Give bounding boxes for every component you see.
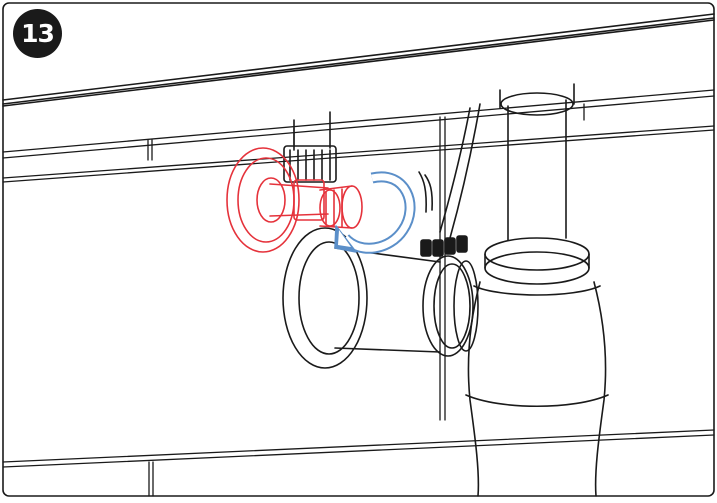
hose-clips [420, 235, 468, 257]
frame-border [2, 2, 715, 497]
step-number-badge: 13 [13, 9, 62, 58]
drain-arm [282, 227, 479, 369]
tiled-wall [2, 89, 715, 497]
step-number: 13 [21, 19, 55, 48]
bottle-trap [465, 83, 609, 497]
supply-hose [418, 103, 481, 239]
angle-valve [226, 147, 363, 253]
countertop [2, 13, 715, 107]
rotate-clockwise-icon [334, 171, 416, 254]
flex-hose [283, 111, 337, 183]
